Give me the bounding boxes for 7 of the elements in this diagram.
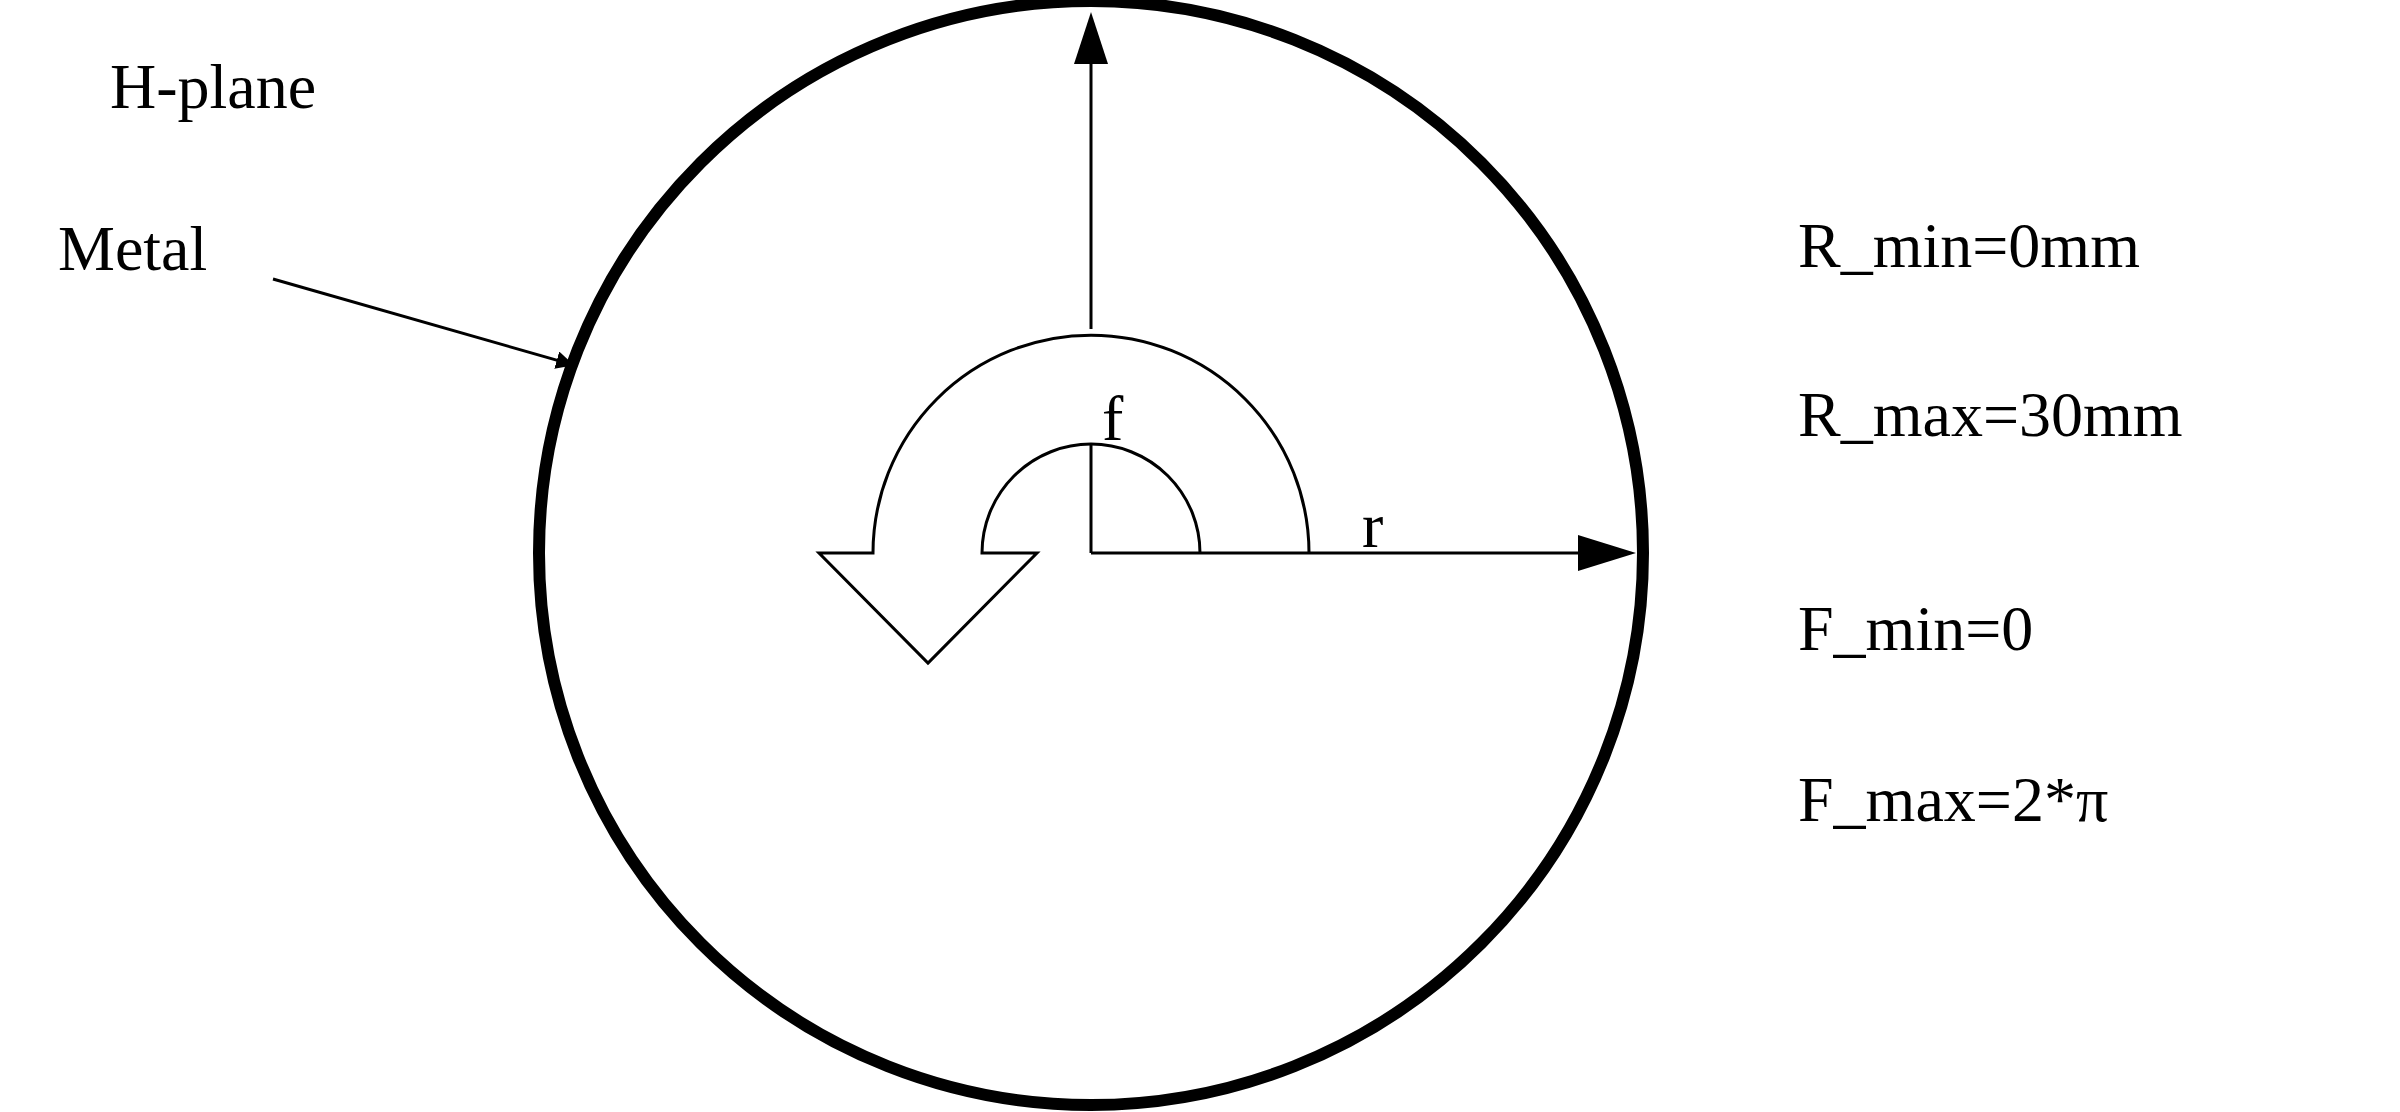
parameter-label: F_min=0 (1798, 597, 2034, 661)
parameter-label: r (1362, 494, 1384, 558)
parameter-label: R_max=30mm (1798, 383, 2183, 447)
parameter-label: f (1102, 387, 1124, 451)
material-label: Metal (58, 217, 208, 281)
parameter-label: F_max=2*π (1798, 768, 2109, 832)
parameter-label: R_min=0mm (1798, 214, 2140, 278)
